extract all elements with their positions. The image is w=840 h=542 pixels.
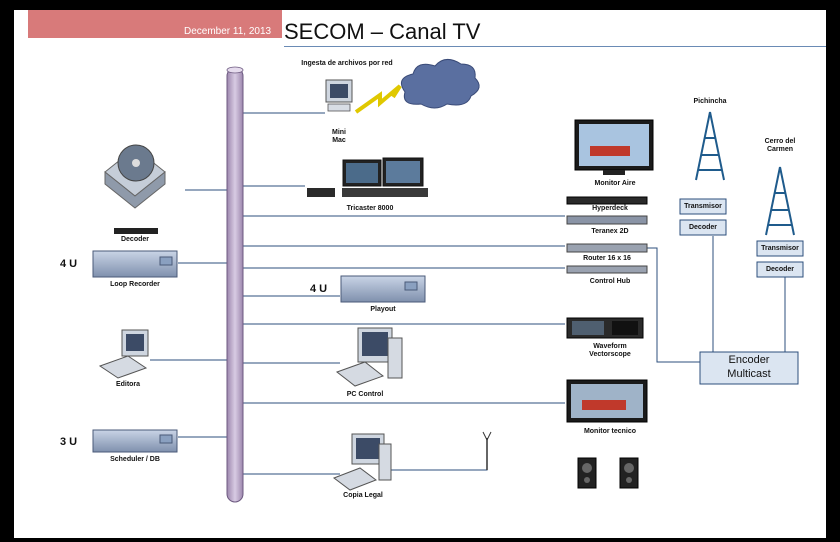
loop-recorder-icon xyxy=(92,250,178,278)
hyperdeck-label: Hyperdeck xyxy=(592,205,628,212)
header-bar xyxy=(28,10,282,38)
scheduler-icon xyxy=(92,429,178,453)
pc-control-icon xyxy=(335,327,403,387)
copia-legal-icon xyxy=(332,431,492,491)
waveform-icon xyxy=(566,317,644,339)
encoder-box xyxy=(699,351,799,385)
playout-label: Playout xyxy=(370,306,396,313)
decoder-pichincha-label: Decoder xyxy=(688,224,717,231)
network-bus xyxy=(226,67,244,503)
router-label: Router 16 x 16 xyxy=(583,255,631,262)
hyperdeck-icon xyxy=(566,196,648,205)
teranex-icon xyxy=(566,215,648,225)
tower-carmen-icon xyxy=(765,166,795,236)
tricaster-icon xyxy=(307,157,428,197)
page-title: SECOM – Canal TV xyxy=(284,19,481,44)
decoder-carmen-box xyxy=(756,261,804,278)
decoder-carmen-label: Decoder xyxy=(765,266,794,273)
ingesta-label: Ingesta de archivos por red xyxy=(301,60,393,67)
tricaster-label: Tricaster 8000 xyxy=(346,205,394,212)
transmisor-carmen-box xyxy=(756,240,804,257)
copia-legal-label: Copia Legal xyxy=(343,492,383,499)
waveform-label: Waveform Vectorscope xyxy=(589,343,631,359)
transmisor-pichincha-box xyxy=(679,198,727,215)
speakers-icon xyxy=(577,457,639,489)
pichincha-label: Pichincha xyxy=(693,98,727,105)
cerro-carmen-label: Cerro del Carmen xyxy=(764,138,796,154)
playout-rack-units: 4 U xyxy=(310,283,328,295)
monitor-aire-icon xyxy=(574,119,654,175)
header-date: December 11, 2013 xyxy=(184,26,272,37)
scheduler-label: Scheduler / DB xyxy=(110,456,160,463)
editora-computer-icon xyxy=(98,329,149,379)
teranex-label: Teranex 2D xyxy=(591,228,629,235)
monitor-tecnico-icon xyxy=(566,379,648,423)
editora-label: Editora xyxy=(115,381,141,388)
satellite-dish-icon xyxy=(104,144,166,209)
mini-mac-label: Mini Mac xyxy=(332,129,346,145)
transmisor-pichincha-label: Transmisor xyxy=(684,203,722,210)
mini-mac-icon xyxy=(325,79,353,112)
loop-recorder-label: Loop Recorder xyxy=(110,281,160,288)
router-icon xyxy=(566,243,648,253)
loop-rack-units: 4 U xyxy=(60,258,78,270)
encoder-label: Encoder Multicast xyxy=(727,354,771,380)
control-hub-label: Control Hub xyxy=(589,278,631,285)
tower-pichincha-icon xyxy=(695,111,725,181)
header-rule xyxy=(284,46,826,47)
lightning-icon xyxy=(354,84,402,114)
decoder-unit-icon xyxy=(114,228,158,234)
transmisor-carmen-label: Transmisor xyxy=(761,245,799,252)
scheduler-rack-units: 3 U xyxy=(60,436,78,448)
pc-control-label: PC Control xyxy=(346,391,384,398)
playout-icon xyxy=(340,275,426,303)
monitor-tecnico-label: Monitor tecnico xyxy=(583,428,637,435)
control-hub-icon xyxy=(566,265,648,274)
cloud-icon xyxy=(400,59,480,109)
monitor-aire-label: Monitor Aire xyxy=(594,180,636,187)
connection-lines xyxy=(150,112,786,475)
decoder-left-label: Decoder xyxy=(120,236,149,243)
decoder-pichincha-box xyxy=(679,219,727,236)
